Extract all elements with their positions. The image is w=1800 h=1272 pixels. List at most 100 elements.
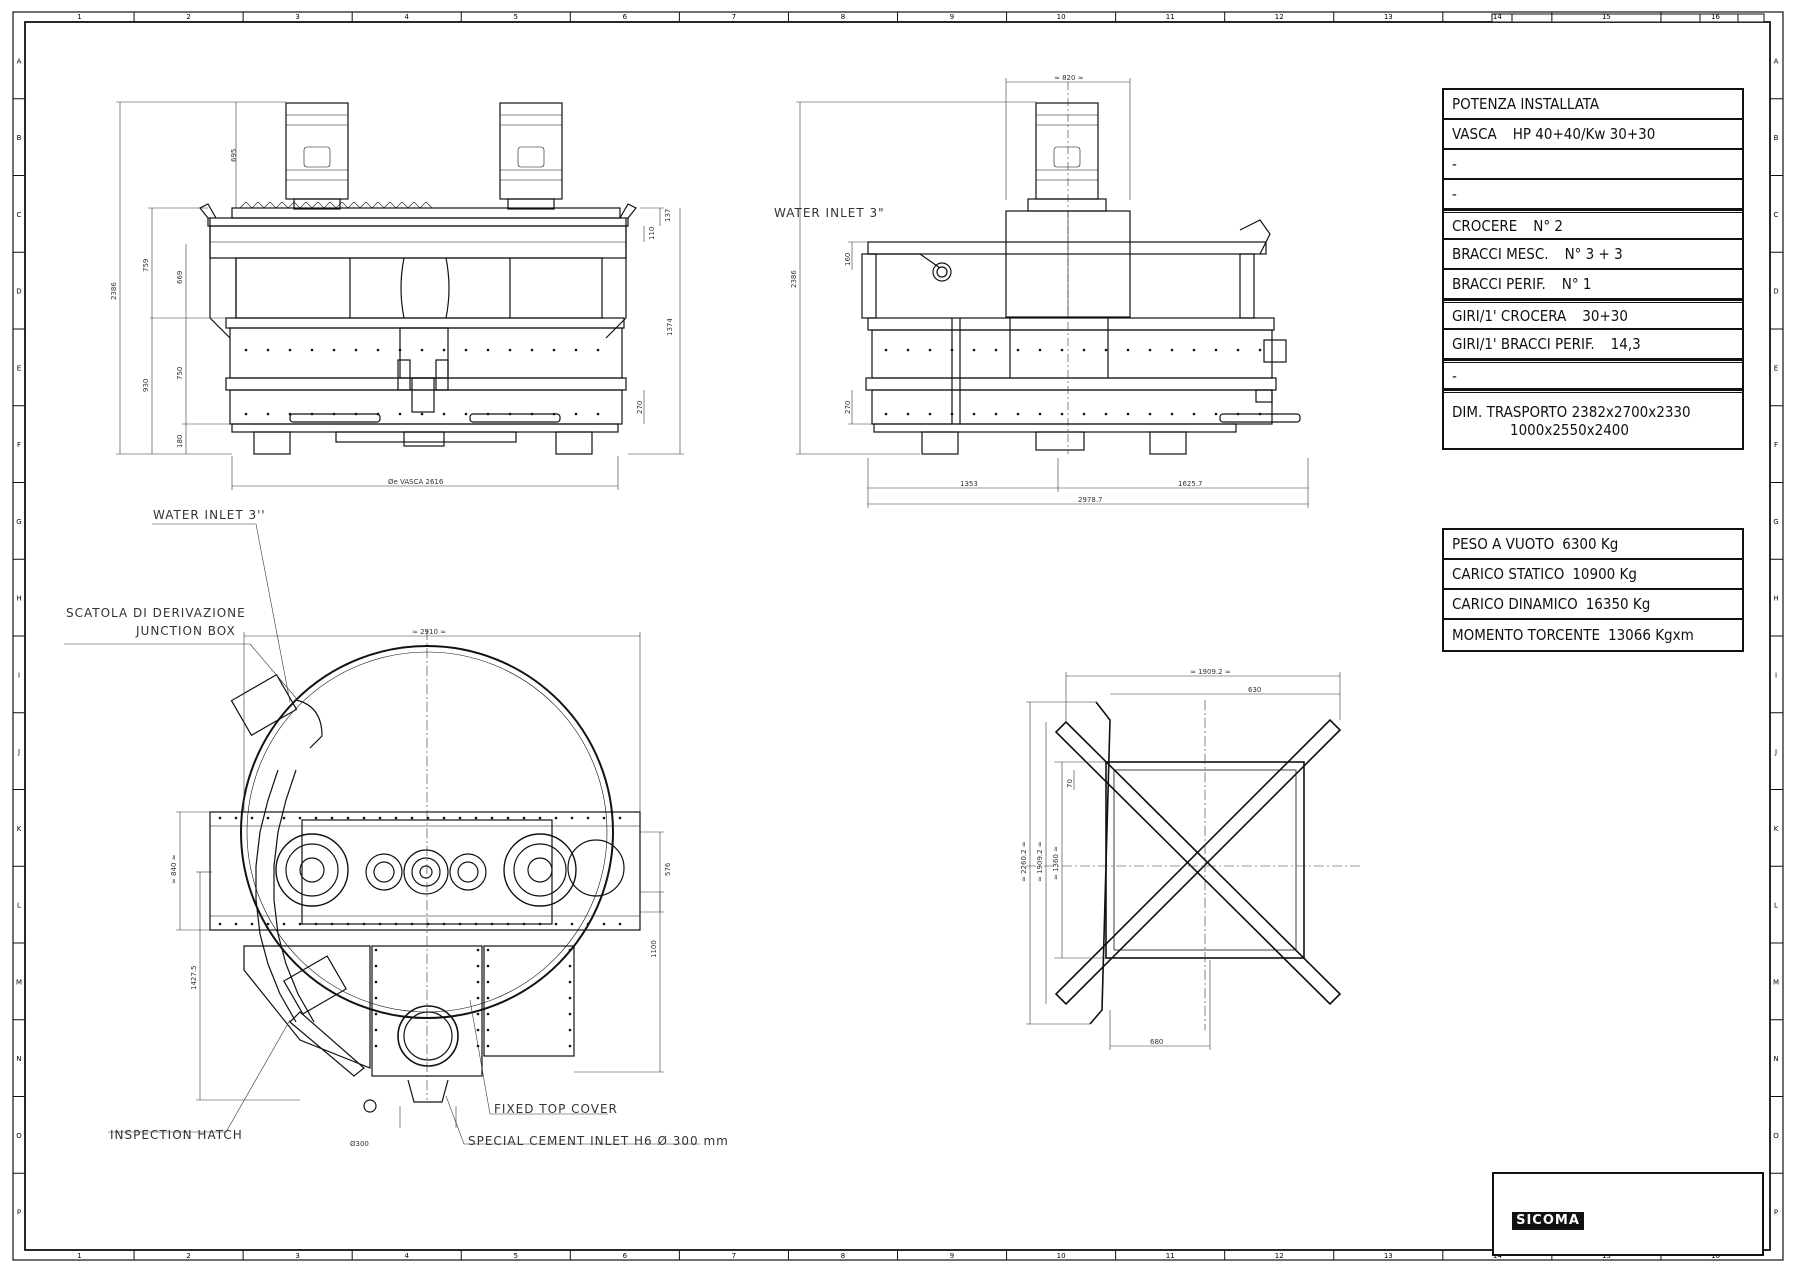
transport-label: DIM. TRASPORTO xyxy=(1452,402,1568,421)
grid-row-label: I xyxy=(18,671,20,679)
load-value: 13066 Kgxm xyxy=(1607,626,1694,644)
gear-left xyxy=(275,833,349,907)
load-row: MOMENTO TORCENTE 13066 Kgxm xyxy=(1444,620,1742,650)
load-row: CARICO STATICO 10900 Kg xyxy=(1444,560,1742,590)
spec-value: N° 2 xyxy=(1533,216,1563,235)
dim-front-930: 930 xyxy=(142,378,150,392)
load-key: PESO A VUOTO xyxy=(1452,535,1555,553)
grid-row-label: F xyxy=(1774,441,1778,449)
grid-row-label: P xyxy=(17,1209,21,1217)
grid-col-label: 13 xyxy=(1384,1252,1393,1260)
load-row: CARICO DINAMICO 16350 Kg xyxy=(1444,590,1742,620)
grid-col-label: 11 xyxy=(1166,1252,1175,1260)
grid-col-label: 9 xyxy=(950,1252,954,1260)
load-key: CARICO DINAMICO xyxy=(1452,595,1578,613)
dim-side-820: ≈ 820 ≈ xyxy=(1054,74,1084,82)
grid-row-label: E xyxy=(1774,364,1778,372)
grid-row-label: C xyxy=(1774,211,1779,219)
grid-row-label: H xyxy=(16,595,21,603)
spec-key: BRACCI MESC. xyxy=(1452,245,1549,263)
load-key: CARICO STATICO xyxy=(1452,565,1565,583)
grid-row-label: G xyxy=(16,518,21,526)
transport-dims-1: 2382x2700x2330 xyxy=(1571,402,1691,421)
grid-row-label: A xyxy=(1774,57,1779,65)
dim-top-1100: 1100 xyxy=(650,940,658,958)
dim-side-2386: 2386 xyxy=(790,270,798,288)
dim-top-1427: 1427.5 xyxy=(190,965,198,991)
dim-frame-1909h: ≈ 1909.2 ≈ xyxy=(1036,841,1044,882)
spec-row: BRACCI MESC. N° 3 + 3 xyxy=(1444,240,1742,270)
grid-row-label: G xyxy=(1773,518,1778,526)
grid-row-label: J xyxy=(1774,748,1777,756)
grid-col-label: 13 xyxy=(1384,13,1393,21)
grid-row-label: D xyxy=(1773,288,1778,296)
callout-junction-box-en: JUNCTION BOX xyxy=(136,624,236,638)
grid-col-label: 9 xyxy=(950,13,954,21)
grid-labels: 1122334455667788991010111112121313141415… xyxy=(16,13,1779,1260)
grid-row-label: B xyxy=(1774,134,1779,142)
grid-col-label: 11 xyxy=(1166,13,1175,21)
grid-col-label: 1 xyxy=(77,13,81,21)
grid-row-label: O xyxy=(1773,1132,1779,1140)
grid-col-label: 10 xyxy=(1057,1252,1066,1260)
load-key: MOMENTO TORCENTE xyxy=(1452,626,1600,644)
cross-member-a xyxy=(1054,720,1342,1006)
dim-frame-1360: ≈ 1360 ≈ xyxy=(1052,846,1060,880)
grid-col-label: 2 xyxy=(186,13,190,21)
callout-water-inlet-side: WATER INLET 3" xyxy=(774,206,885,220)
side-dimension-lines xyxy=(796,78,1309,508)
dim-frame-680: 680 xyxy=(1150,1038,1164,1046)
grid-col-label: 8 xyxy=(841,13,845,21)
grid-col-label: 14 xyxy=(1493,1252,1502,1260)
grid-col-label: 3 xyxy=(295,13,299,21)
dim-front-180: 180 xyxy=(176,434,184,448)
grid-col-label: 12 xyxy=(1275,13,1284,21)
load-value: 10900 Kg xyxy=(1572,565,1637,583)
front-rivets xyxy=(244,348,600,416)
grid-row-label: J xyxy=(17,748,20,756)
load-value: 16350 Kg xyxy=(1585,595,1651,613)
dim-top-576: 576 xyxy=(664,862,672,876)
dim-top-300: Ø300 xyxy=(350,1140,369,1148)
spec-key: BRACCI PERIF. xyxy=(1452,275,1546,293)
dim-side-160: 160 xyxy=(844,252,852,266)
grid-row-label: F xyxy=(17,441,21,449)
frame-view xyxy=(1054,701,1342,1025)
cross-member-b xyxy=(1054,718,1342,1006)
dim-front-750: 750 xyxy=(176,366,184,380)
top-rivets xyxy=(218,816,622,1048)
main-beam xyxy=(209,811,641,931)
grid-row-label: E xyxy=(17,364,21,372)
grid-col-label: 15 xyxy=(1602,13,1611,21)
side-motor xyxy=(1035,102,1099,200)
dim-front-1374: 1374 xyxy=(666,318,674,336)
dim-frame-1909w: ≈ 1909.2 ≈ xyxy=(1190,668,1231,676)
grid-col-label: 7 xyxy=(732,13,736,21)
motor-right xyxy=(499,102,563,200)
frame-rail xyxy=(1089,701,1111,1025)
cement-inlet-circle xyxy=(397,1005,459,1067)
revision-strip xyxy=(1491,13,1765,23)
dim-side-2978: 2978.7 xyxy=(1078,496,1103,504)
dim-side-270: 270 xyxy=(844,400,852,414)
spec-value: 14,3 xyxy=(1610,335,1641,353)
spec-row: - xyxy=(1444,180,1742,210)
spec-key: - xyxy=(1452,185,1457,203)
dim-side-1625: 1625.7 xyxy=(1178,480,1203,488)
spec-value: N° 3 + 3 xyxy=(1564,245,1623,263)
callout-inspection-hatch: INSPECTION HATCH xyxy=(110,1128,243,1142)
spec-row: - xyxy=(1444,150,1742,180)
spec-key: GIRI/1' CROCERA xyxy=(1452,306,1567,325)
front-dimension-lines xyxy=(116,101,684,490)
brand-logo: SICOMA xyxy=(1512,1212,1584,1230)
grid-row-label: K xyxy=(1774,825,1779,833)
grid-col-label: 7 xyxy=(732,1252,736,1260)
spec-key: GIRI/1' BRACCI PERIF. xyxy=(1452,335,1595,353)
dim-frame-2260: ≈ 2260.2 ≈ xyxy=(1020,841,1028,882)
